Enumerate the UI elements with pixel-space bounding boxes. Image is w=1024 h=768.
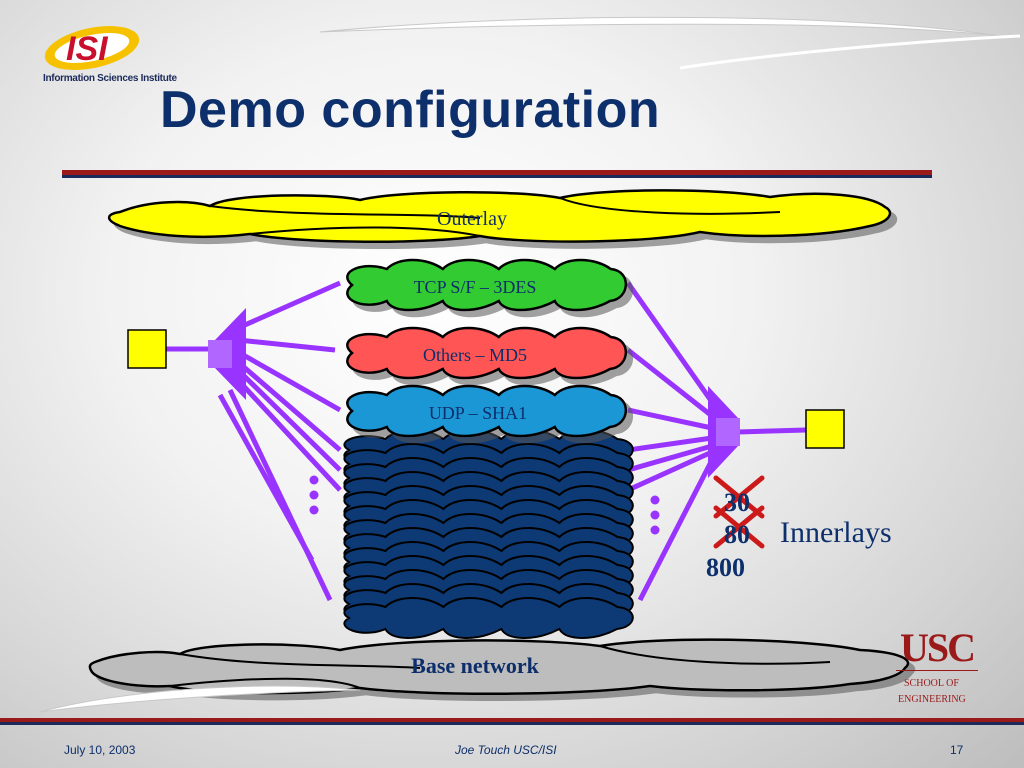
overlay-cloud-tcp: TCP S/F – 3DES [346, 258, 628, 312]
overlay-label-others: Others – MD5 [423, 345, 527, 365]
link [236, 378, 342, 492]
router-right [708, 386, 740, 478]
swoosh-bottom [39, 685, 361, 713]
outerlay-cloud: Outerlay [107, 189, 892, 243]
footer-rule [0, 718, 1024, 722]
footer-author: Joe Touch USC/ISI [455, 743, 557, 757]
overlay-cloud-udp: UDP – SHA1 [346, 384, 628, 438]
isi-logo-subtitle: Information Sciences Institute [43, 73, 177, 84]
footer-page: 17 [950, 743, 964, 757]
link [626, 449, 714, 493]
link [237, 337, 336, 353]
strike-80 [713, 505, 765, 549]
usc-logo-mark: USC [900, 625, 976, 670]
ellipsis-dots-right [650, 495, 660, 535]
link [227, 388, 333, 602]
ellipsis-dots-left [309, 475, 319, 515]
usc-logo: USC SCHOOL OF ENGINEERING [896, 625, 978, 708]
router-left [208, 308, 246, 400]
link [236, 368, 342, 472]
overlay-label-tcp: TCP S/F – 3DES [414, 277, 537, 297]
link [737, 427, 807, 435]
count-30: 30 [724, 488, 750, 517]
slide-title: Demo configuration [160, 81, 661, 139]
overlay-cloud-others: Others – MD5 [346, 326, 628, 380]
innerlay-stack [343, 429, 634, 639]
count-800: 800 [706, 553, 745, 582]
overlay-links [166, 280, 807, 602]
isi-logo-letters: ISI [66, 30, 109, 68]
title-rule [62, 170, 932, 175]
swoosh-decoration [319, 16, 1021, 70]
link [625, 281, 715, 404]
link [627, 443, 713, 473]
base-network-cloud: Base network [88, 638, 910, 696]
innerlay-cloud [343, 597, 634, 639]
host-left [127, 329, 167, 369]
base-network-label: Base network [411, 653, 539, 678]
link [637, 458, 715, 602]
overlay-label-udp: UDP – SHA1 [429, 403, 527, 423]
link [217, 393, 315, 562]
count-80: 80 [724, 520, 750, 549]
innerlays-label: Innerlays [780, 516, 892, 549]
strike-30 [713, 475, 765, 519]
link [236, 280, 342, 331]
link [627, 435, 713, 453]
link [627, 407, 713, 431]
usc-logo-line2: ENGINEERING [898, 694, 966, 705]
link [236, 360, 342, 452]
isi-logo: ISI [44, 26, 140, 70]
outerlay-label: Outerlay [437, 208, 507, 230]
link [626, 348, 714, 418]
link [236, 349, 342, 413]
usc-logo-line1: SCHOOL OF [904, 678, 959, 689]
host-right [805, 409, 845, 449]
footer-date: July 10, 2003 [64, 743, 136, 757]
